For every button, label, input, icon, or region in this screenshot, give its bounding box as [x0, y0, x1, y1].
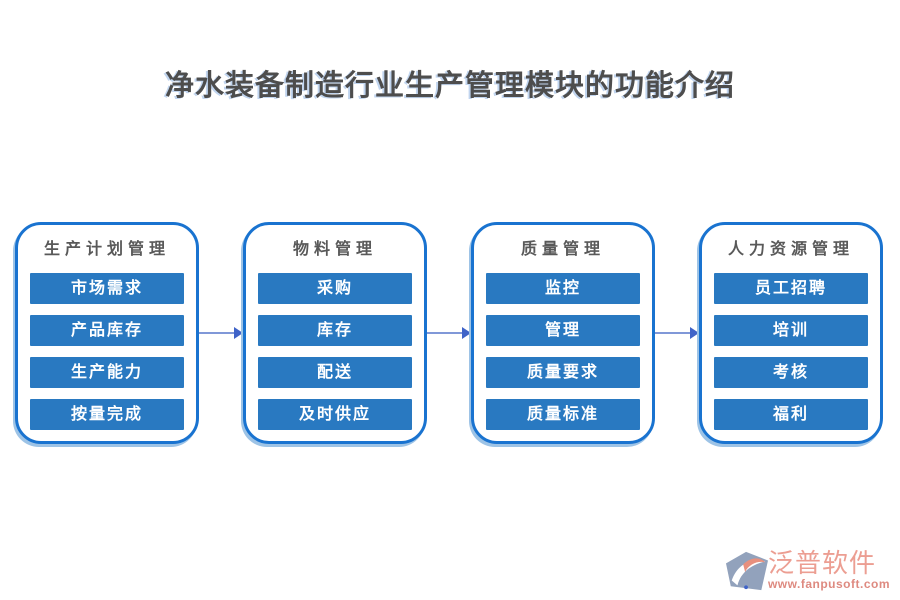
module-item-button: 市场需求 — [30, 273, 184, 304]
flow-arrow-icon — [655, 327, 699, 339]
module-item-button: 质量要求 — [486, 357, 640, 388]
module-header: 人力资源管理 — [727, 241, 854, 258]
module-items: 员工招聘培训考核福利 — [712, 273, 870, 430]
module-item-button: 员工招聘 — [714, 273, 868, 304]
module-item-button: 管理 — [486, 315, 640, 346]
module-item-button: 产品库存 — [30, 315, 184, 346]
module-items: 采购库存配送及时供应 — [256, 273, 414, 430]
arrow-line — [655, 332, 691, 334]
arrow-line — [199, 332, 235, 334]
module-item-button: 质量标准 — [486, 399, 640, 430]
logo-website-url: www.fanpusoft.com — [767, 577, 890, 591]
module-card: 质量管理 监控管理质量要求质量标准 — [471, 222, 655, 444]
modules-flow: 生产计划管理 市场需求产品库存生产能力按量完成 物料管理 采购库存配送及时供应 … — [15, 222, 883, 444]
module-items: 市场需求产品库存生产能力按量完成 — [28, 273, 186, 430]
module-item-button: 福利 — [714, 399, 868, 430]
flow-arrow-icon — [427, 327, 471, 339]
module-card: 人力资源管理 员工招聘培训考核福利 — [699, 222, 883, 444]
fanpu-logo-icon — [725, 551, 768, 596]
module-header: 质量管理 — [520, 241, 605, 258]
fanpu-logo: 泛普软件 www.fanpusoft.com — [725, 548, 890, 596]
logo-brand-name: 泛普软件 — [767, 548, 876, 578]
module-item-button: 生产能力 — [30, 357, 184, 388]
flow-arrow-icon — [199, 327, 243, 339]
module-header: 物料管理 — [292, 241, 377, 258]
module-item-button: 库存 — [258, 315, 412, 346]
module-item-button: 按量完成 — [30, 399, 184, 430]
module-items: 监控管理质量要求质量标准 — [484, 273, 642, 430]
arrow-head — [690, 327, 699, 339]
module-header: 生产计划管理 — [43, 241, 170, 258]
module-item-button: 及时供应 — [258, 399, 412, 430]
arrow-head — [234, 327, 243, 339]
module-item-button: 考核 — [714, 357, 868, 388]
module-item-button: 培训 — [714, 315, 868, 346]
arrow-line — [427, 332, 463, 334]
module-item-button: 配送 — [258, 357, 412, 388]
module-item-button: 监控 — [486, 273, 640, 304]
module-item-button: 采购 — [258, 273, 412, 304]
arrow-head — [462, 327, 471, 339]
module-card: 物料管理 采购库存配送及时供应 — [243, 222, 427, 444]
page-title: 净水装备制造行业生产管理模块的功能介绍 — [164, 70, 735, 102]
module-card: 生产计划管理 市场需求产品库存生产能力按量完成 — [15, 222, 199, 444]
